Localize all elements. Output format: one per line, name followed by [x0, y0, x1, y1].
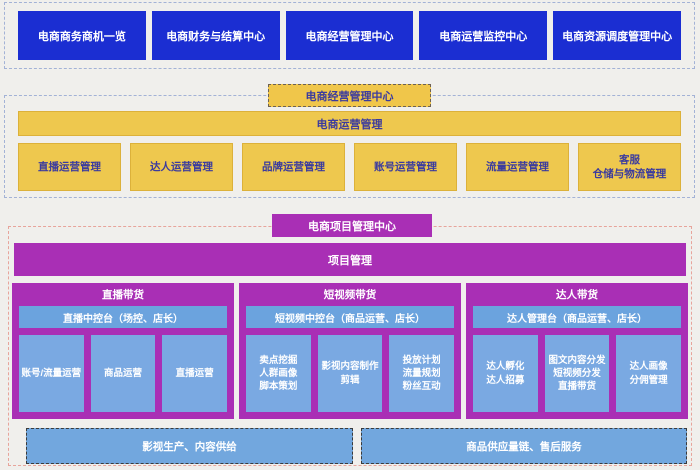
footer-video-production-supply: 影视生产、内容供给 [26, 428, 353, 464]
footer-supply-chain-after-sales: 商品供应量链、售后服务 [361, 428, 687, 464]
node-finance-settlement-center: 电商财务与结算中心 [151, 11, 280, 60]
cell-product-ops: 商品运营 [90, 335, 156, 412]
node-traffic-ops-management: 流量运营管理 [466, 143, 569, 191]
node-brand-ops-management: 品牌运营管理 [242, 143, 345, 191]
column-subheader: 直播中控台（场控、店长） [19, 306, 227, 328]
cell-account-traffic-ops: 账号/流量运营 [19, 335, 84, 412]
column-influencer: 达人带货 达人管理台（商品运营、店长） 达人孵化 达人招募 图文内容分发 短视频… [466, 283, 688, 419]
project-columns-row: 直播带货 直播中控台（场控、店长） 账号/流量运营 商品运营 直播运营 短视频带… [12, 283, 688, 419]
node-live-ops-management: 直播运营管理 [18, 143, 121, 191]
column-cells: 账号/流量运营 商品运营 直播运营 [19, 335, 228, 412]
column-live-streaming: 直播带货 直播中控台（场控、店长） 账号/流量运营 商品运营 直播运营 [12, 283, 234, 419]
node-operations-monitoring-center: 电商运营监控中心 [419, 11, 548, 60]
node-account-ops-management: 账号运营管理 [354, 143, 457, 191]
cell-content-distribution: 图文内容分发 短视频分发 直播带货 [544, 335, 610, 412]
node-resource-scheduling-center: 电商资源调度管理中心 [553, 11, 681, 60]
cell-video-content-editing: 影视内容制作 剪辑 [317, 335, 383, 412]
column-header: 短视频带货 [323, 289, 377, 301]
project-section-container: 项目管理 直播带货 直播中控台（场控、店长） 账号/流量运营 商品运营 直播运营… [8, 226, 692, 466]
cell-selling-points-planning: 卖点挖掘 人群画像 脚本策划 [246, 335, 311, 412]
column-cells: 卖点挖掘 人群画像 脚本策划 影视内容制作 剪辑 投放计划 流量规划 粉丝互动 [246, 335, 455, 412]
cell-influencer-commission: 达人画像 分佣管理 [616, 335, 682, 412]
project-section-title: 电商项目管理中心 [272, 214, 432, 237]
column-cells: 达人孵化 达人招募 图文内容分发 短视频分发 直播带货 达人画像 分佣管理 [473, 335, 682, 412]
operations-management-bar: 电商运营管理 [18, 111, 681, 136]
cell-live-ops: 直播运营 [162, 335, 228, 412]
node-operations-management-center: 电商经营管理中心 [285, 11, 414, 60]
column-header: 达人带货 [556, 289, 598, 301]
column-header: 直播带货 [102, 289, 144, 301]
project-management-bar: 项目管理 [14, 243, 686, 276]
node-influencer-ops-management: 达人运营管理 [130, 143, 233, 191]
top-centers-container: 电商商务商机一览 电商财务与结算中心 电商经营管理中心 电商运营监控中心 电商资… [4, 2, 695, 69]
operations-section-container: 电商运营管理 直播运营管理 达人运营管理 品牌运营管理 账号运营管理 流量运营管… [4, 95, 695, 198]
cell-influencer-incubation: 达人孵化 达人招募 [473, 335, 538, 412]
cell-delivery-plan-fans: 投放计划 流量规划 粉丝互动 [389, 335, 455, 412]
operations-section-title: 电商经营管理中心 [268, 84, 431, 107]
node-service-warehouse-logistics: 客服 仓储与物流管理 [578, 143, 681, 191]
column-short-video: 短视频带货 短视频中控台（商品运营、店长） 卖点挖掘 人群画像 脚本策划 影视内… [239, 283, 461, 419]
column-subheader: 达人管理台（商品运营、店长） [473, 306, 681, 328]
node-business-opportunities: 电商商务商机一览 [18, 11, 146, 60]
operations-nodes-row: 直播运营管理 达人运营管理 品牌运营管理 账号运营管理 流量运营管理 客服 仓储… [18, 143, 681, 191]
column-subheader: 短视频中控台（商品运营、店长） [246, 306, 454, 328]
